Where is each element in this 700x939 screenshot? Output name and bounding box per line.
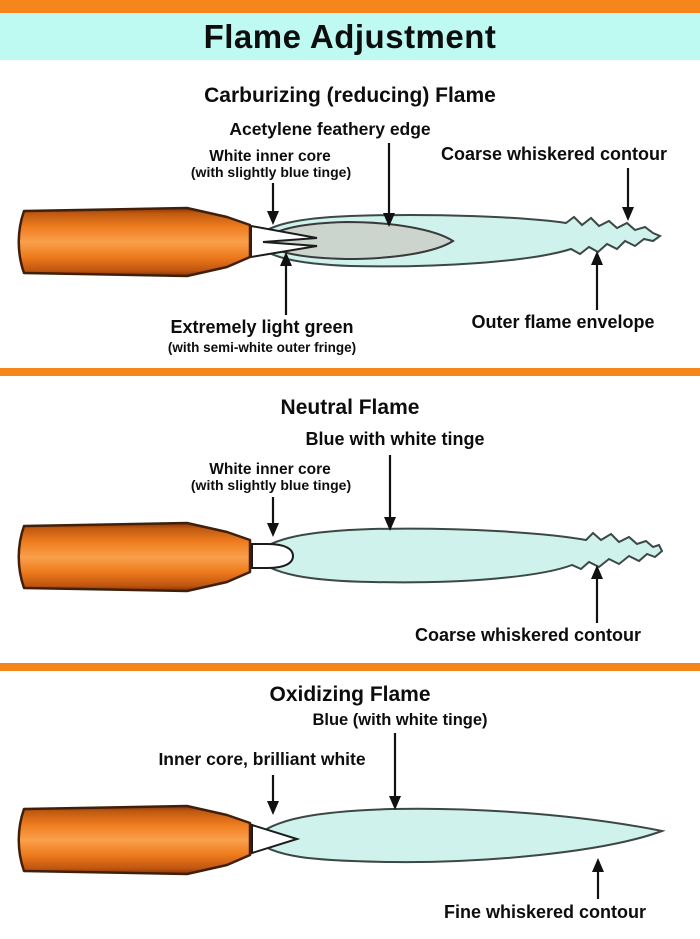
label-acetylene-feathery-edge: Acetylene feathery edge bbox=[229, 119, 431, 139]
title-band: Flame Adjustment bbox=[0, 13, 700, 60]
section-divider-bar bbox=[0, 368, 700, 376]
oxidizing-flame-illustration bbox=[17, 733, 666, 899]
section-divider-bar bbox=[0, 663, 700, 671]
torch-tip-shape bbox=[17, 206, 252, 278]
acetylene-feather-shape bbox=[259, 220, 455, 261]
torch-tip-shape bbox=[17, 804, 252, 876]
label-extremely-light-green: Extremely light green bbox=[170, 317, 354, 337]
section-carburizing: Carburizing (reducing) Flame Acetylene f… bbox=[0, 60, 700, 368]
white-inner-core-shape bbox=[251, 823, 301, 855]
label-white-inner-core-note: (with slightly blue tinge) bbox=[190, 477, 352, 493]
label-coarse-whiskered-contour: Coarse whiskered contour bbox=[414, 625, 642, 645]
carburizing-flame-illustration bbox=[17, 143, 663, 315]
label-white-inner-core-note: (with slightly blue tinge) bbox=[190, 164, 352, 180]
label-white-inner-core: White inner core bbox=[209, 461, 331, 478]
label-inner-core-brilliant-white: Inner core, brilliant white bbox=[158, 749, 366, 769]
label-blue-with-white-tinge: Blue (with white tinge) bbox=[312, 711, 488, 729]
torch-tip-shape bbox=[17, 521, 252, 593]
outer-flame-envelope-shape bbox=[252, 527, 664, 584]
label-white-inner-core: White inner core bbox=[209, 148, 331, 165]
label-extremely-light-green-note: (with semi-white outer fringe) bbox=[167, 340, 357, 355]
page-title: Flame Adjustment bbox=[203, 17, 497, 55]
label-fine-whiskered-contour: Fine whiskered contour bbox=[443, 902, 647, 922]
label-outer-flame-envelope: Outer flame envelope bbox=[471, 312, 655, 332]
carburizing-heading: Carburizing (reducing) Flame bbox=[204, 84, 496, 107]
label-blue-with-white-tinge: Blue with white tinge bbox=[305, 429, 485, 449]
label-coarse-whiskered-contour: Coarse whiskered contour bbox=[440, 144, 668, 164]
neutral-flame-illustration bbox=[17, 455, 664, 623]
neutral-heading: Neutral Flame bbox=[280, 396, 420, 419]
section-oxidizing: Oxidizing Flame Blue (with white tinge) … bbox=[0, 671, 700, 939]
white-inner-core-shape bbox=[251, 543, 295, 569]
outer-flame-envelope-shape bbox=[252, 807, 666, 864]
oxidizing-heading: Oxidizing Flame bbox=[269, 683, 431, 706]
top-accent-bar bbox=[0, 0, 700, 13]
section-neutral: Neutral Flame Blue with white tinge Whit… bbox=[0, 376, 700, 663]
